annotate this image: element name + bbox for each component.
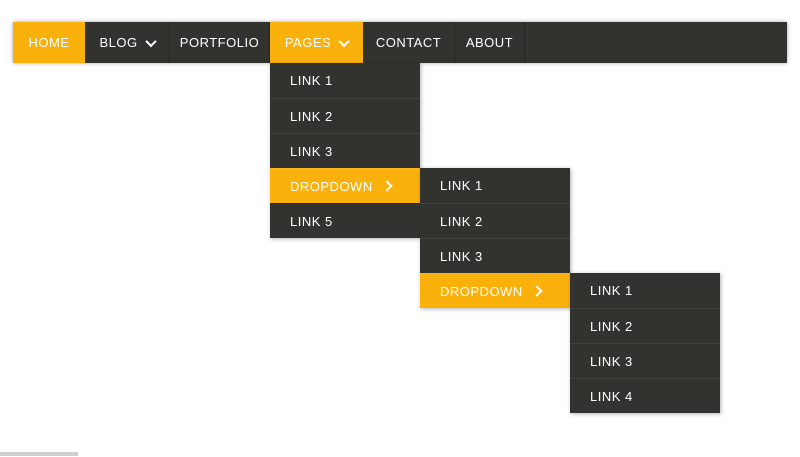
menu-item-label: LINK 2 xyxy=(290,108,333,124)
nav-item-pages[interactable]: PAGES xyxy=(270,22,363,63)
menu-item-label: LINK 3 xyxy=(590,353,633,369)
submenu-item-link-4[interactable]: LINK 4 xyxy=(570,378,720,413)
nav-item-label: PORTFOLIO xyxy=(179,35,260,50)
menu-item-label: DROPDOWN xyxy=(290,178,373,194)
menu-item-label: LINK 4 xyxy=(590,388,633,404)
menu-item-link-2[interactable]: LINK 2 xyxy=(270,98,420,133)
nav-item-label: ABOUT xyxy=(465,35,514,50)
menu-item-label: LINK 2 xyxy=(590,318,633,334)
submenu-level-3: LINK 1 LINK 2 LINK 3 LINK 4 xyxy=(570,273,720,413)
chevron-down-icon xyxy=(144,35,157,47)
menu-item-link-3[interactable]: LINK 3 xyxy=(270,133,420,168)
chevron-right-icon xyxy=(531,285,543,297)
submenu-item-link-2[interactable]: LINK 2 xyxy=(570,308,720,343)
menu-item-label: DROPDOWN xyxy=(440,283,523,299)
nav-item-contact[interactable]: CONTACT xyxy=(363,22,455,63)
submenu-level-2: LINK 1 LINK 2 LINK 3 DROPDOWN xyxy=(420,168,570,308)
menu-item-label: LINK 2 xyxy=(440,213,483,229)
submenu-item-link-1[interactable]: LINK 1 xyxy=(420,168,570,203)
nav-item-about[interactable]: ABOUT xyxy=(455,22,525,63)
nav-item-blog[interactable]: BLOG xyxy=(85,22,170,63)
menu-item-label: LINK 3 xyxy=(290,143,333,159)
cutoff-element-bottom-left xyxy=(0,452,78,456)
nav-item-label: PAGES xyxy=(284,35,332,50)
submenu-item-link-1[interactable]: LINK 1 xyxy=(570,273,720,308)
chevron-right-icon xyxy=(381,180,393,192)
submenu-item-link-2[interactable]: LINK 2 xyxy=(420,203,570,238)
menu-item-link-1[interactable]: LINK 1 xyxy=(270,63,420,98)
main-navbar: HOME BLOG PORTFOLIO PAGES CONTACT ABOUT xyxy=(13,22,787,63)
menu-item-label: LINK 1 xyxy=(290,73,333,88)
menu-item-dropdown[interactable]: DROPDOWN xyxy=(270,168,420,203)
menu-item-link-5[interactable]: LINK 5 xyxy=(270,203,420,238)
nav-item-portfolio[interactable]: PORTFOLIO xyxy=(170,22,270,63)
nav-item-label: CONTACT xyxy=(375,35,442,50)
menu-item-label: LINK 5 xyxy=(290,213,333,229)
nav-item-home[interactable]: HOME xyxy=(13,22,85,63)
nav-item-label: HOME xyxy=(28,35,70,50)
submenu-item-link-3[interactable]: LINK 3 xyxy=(420,238,570,273)
menu-item-label: LINK 3 xyxy=(440,248,483,264)
menu-item-label: LINK 1 xyxy=(590,283,633,298)
chevron-down-icon xyxy=(338,35,350,47)
submenu-item-dropdown[interactable]: DROPDOWN xyxy=(420,273,570,308)
submenu-item-link-3[interactable]: LINK 3 xyxy=(570,343,720,378)
nav-item-label: BLOG xyxy=(99,35,138,50)
menu-item-label: LINK 1 xyxy=(440,178,483,193)
pages-dropdown-menu: LINK 1 LINK 2 LINK 3 DROPDOWN LINK 5 xyxy=(270,63,420,238)
